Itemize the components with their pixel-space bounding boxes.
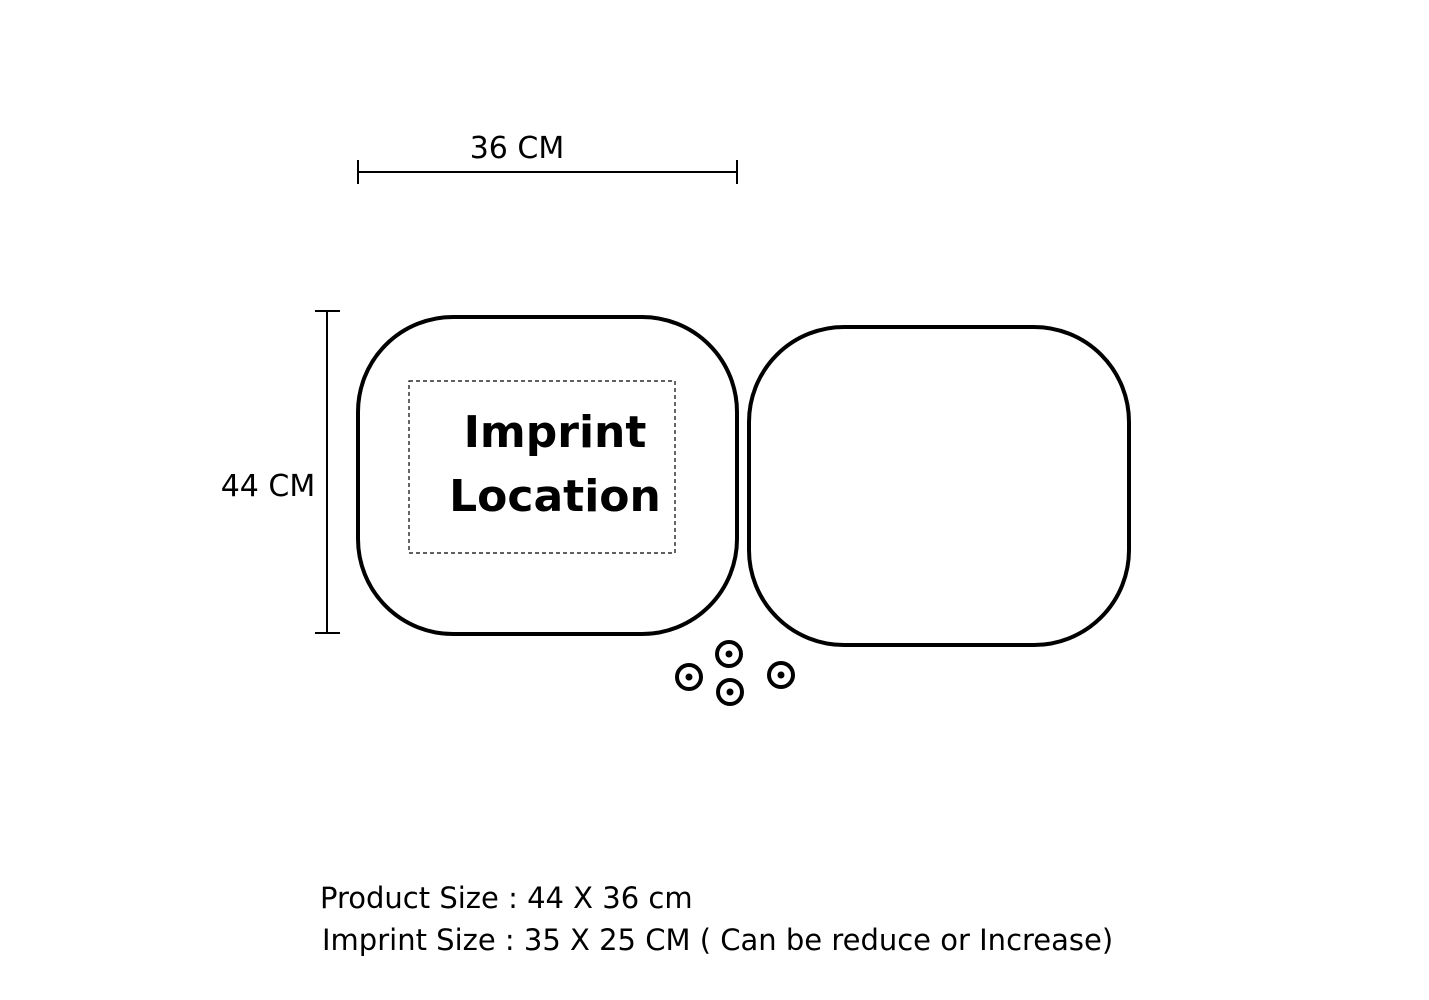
shade-panel-left [356, 315, 739, 636]
height-dimension: 44 CM [221, 310, 340, 634]
suction-cups [675, 640, 795, 706]
imprint-area [408, 380, 676, 554]
product-size-text: Product Size : 44 X 36 cm [320, 881, 693, 915]
suction-cup-icon [767, 661, 795, 689]
shade-panel-right [747, 325, 1131, 647]
width-label: 36 CM [470, 131, 565, 166]
suction-cup-icon [715, 640, 743, 668]
suction-cup-icon [716, 678, 744, 706]
suction-cup-icon [675, 663, 703, 691]
height-label: 44 CM [221, 469, 316, 504]
imprint-location-line1: Imprint [464, 407, 647, 458]
imprint-location-line2: Location [449, 471, 661, 522]
imprint-size-text: Imprint Size : 35 X 25 CM ( Can be reduc… [322, 923, 1114, 957]
width-dimension: 36 CM [357, 131, 738, 184]
